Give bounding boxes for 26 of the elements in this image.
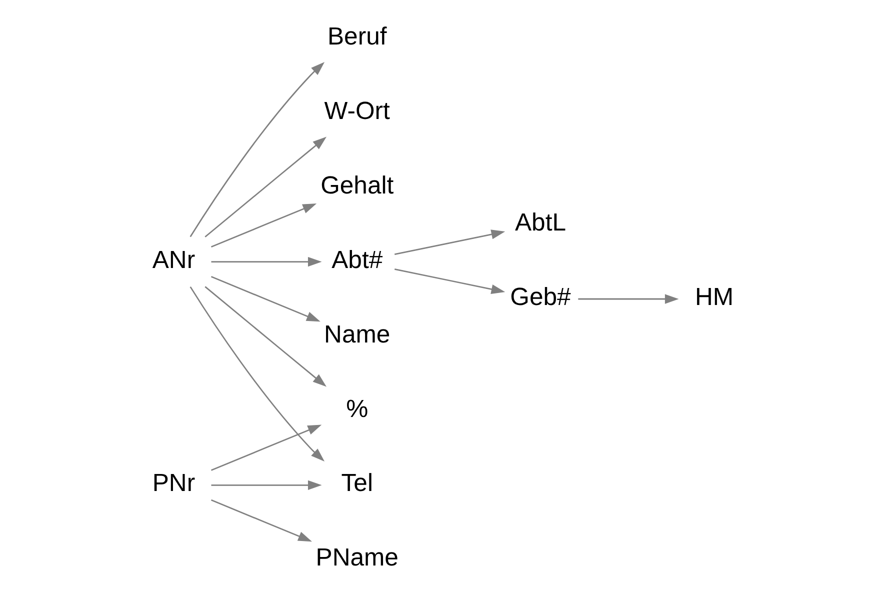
node-text: HM — [694, 284, 734, 312]
arrow — [204, 286, 326, 387]
arrow — [210, 276, 320, 322]
arrow — [211, 480, 322, 490]
node-text: Gehalt — [320, 172, 394, 200]
node-text: Name — [324, 321, 390, 348]
arrow — [190, 286, 325, 462]
arrow — [211, 256, 322, 267]
arrow — [578, 294, 679, 304]
node-text: Abt# — [332, 246, 383, 274]
node-text: Geb# — [510, 284, 571, 312]
arrow — [210, 424, 322, 471]
arrow — [190, 62, 325, 238]
arrow — [210, 203, 317, 248]
node-text: % — [346, 396, 368, 423]
arrow — [204, 136, 326, 238]
arrow — [394, 230, 506, 255]
node-text: PName — [316, 544, 398, 572]
node-text: W-Ort — [324, 98, 390, 125]
arrow — [394, 268, 506, 294]
node-text: ANr — [152, 246, 196, 274]
node-text: AbtL — [515, 210, 566, 237]
node-text: Beruf — [327, 23, 387, 50]
arrow — [210, 499, 312, 542]
node-text: PNr — [152, 470, 196, 498]
node-text: Tel — [341, 470, 373, 498]
